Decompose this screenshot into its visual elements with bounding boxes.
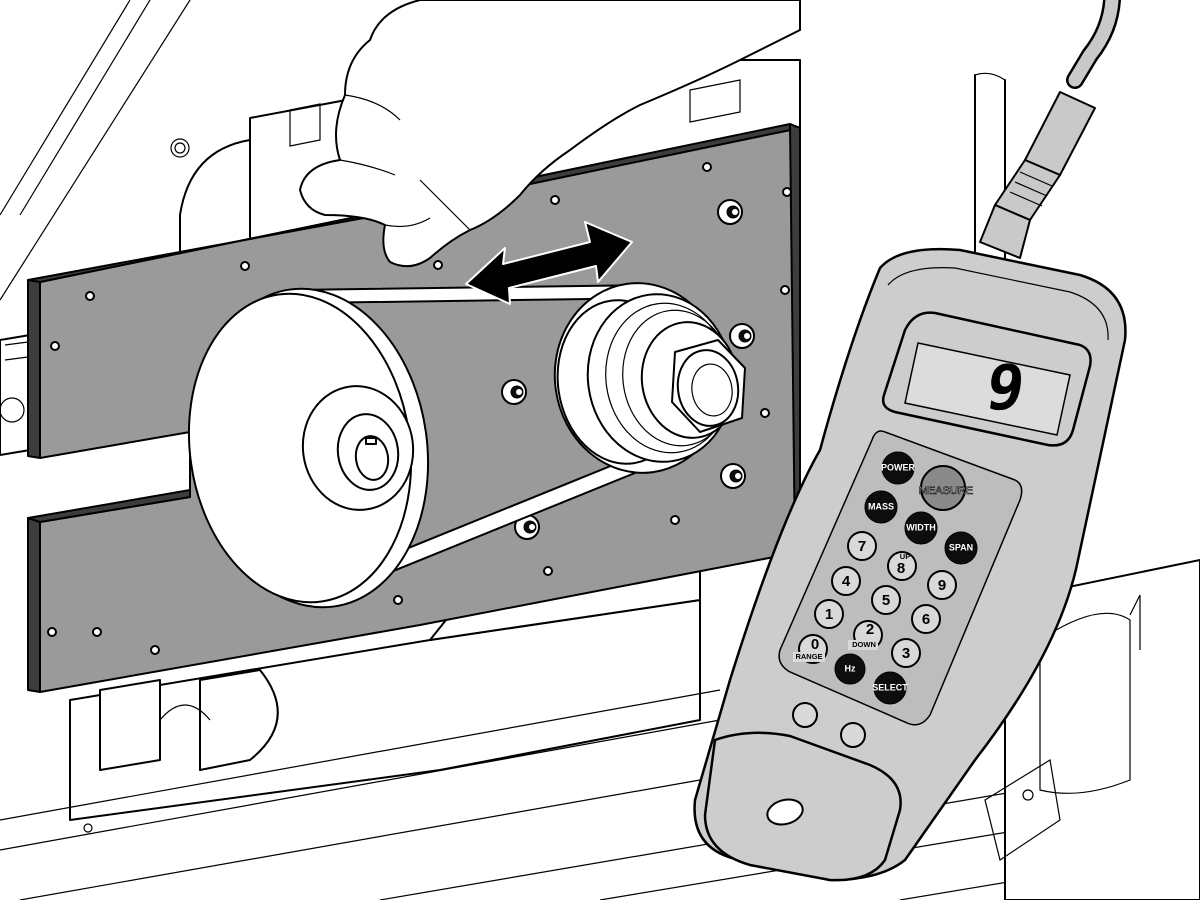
svg-text:MASS: MASS [868,501,894,511]
hz-button[interactable]: Hz [834,653,866,685]
drive-pulley [187,284,666,609]
svg-text:1: 1 [825,606,833,623]
key-4[interactable]: 4 [831,566,861,596]
key-3[interactable]: 3 [891,638,921,668]
svg-text:SELECT: SELECT [872,682,908,692]
svg-text:POWER: POWER [881,462,916,472]
key-5[interactable]: 5 [871,585,901,615]
select-button[interactable]: SELECT [872,671,908,705]
width-button[interactable]: WIDTH [904,511,938,545]
measure-button[interactable]: MEASURE [918,465,974,511]
svg-text:UP: UP [900,552,910,561]
svg-text:SPAN: SPAN [949,542,973,552]
key-9[interactable]: 9 [927,570,957,600]
hand [299,0,801,268]
svg-text:6: 6 [922,611,930,628]
remote-control: 9 POWER MEASURE MASS WIDTH SPAN [693,247,1127,882]
aux-button-right[interactable] [840,722,866,748]
svg-text:MEASURE: MEASURE [919,485,973,497]
svg-text:0: 0 [811,636,819,653]
svg-text:DOWN: DOWN [852,640,876,649]
svg-text:2: 2 [866,621,874,638]
motor-pulley [553,282,746,474]
svg-text:5: 5 [882,592,890,609]
svg-text:RANGE: RANGE [795,652,822,661]
svg-text:7: 7 [858,538,866,555]
power-button[interactable]: POWER [881,451,916,485]
remote-cable [979,0,1121,259]
svg-text:9: 9 [938,577,946,594]
span-button[interactable]: SPAN [944,531,978,565]
aux-button-left[interactable] [792,702,818,728]
svg-text:4: 4 [842,573,851,590]
key-6[interactable]: 6 [911,604,941,634]
key-0-range[interactable]: 0 RANGE [793,634,828,664]
double-headed-arrow-icon [465,221,633,305]
display-screen [904,342,1071,436]
key-7[interactable]: 7 [847,531,877,561]
key-1[interactable]: 1 [814,599,844,629]
svg-text:Hz: Hz [845,663,856,673]
svg-text:WIDTH: WIDTH [906,522,936,532]
key-2-down[interactable]: 2 DOWN [848,620,883,650]
svg-text:3: 3 [902,645,910,662]
svg-text:8: 8 [897,560,905,577]
mass-button[interactable]: MASS [864,490,898,524]
key-8-up[interactable]: UP 8 [887,551,917,581]
